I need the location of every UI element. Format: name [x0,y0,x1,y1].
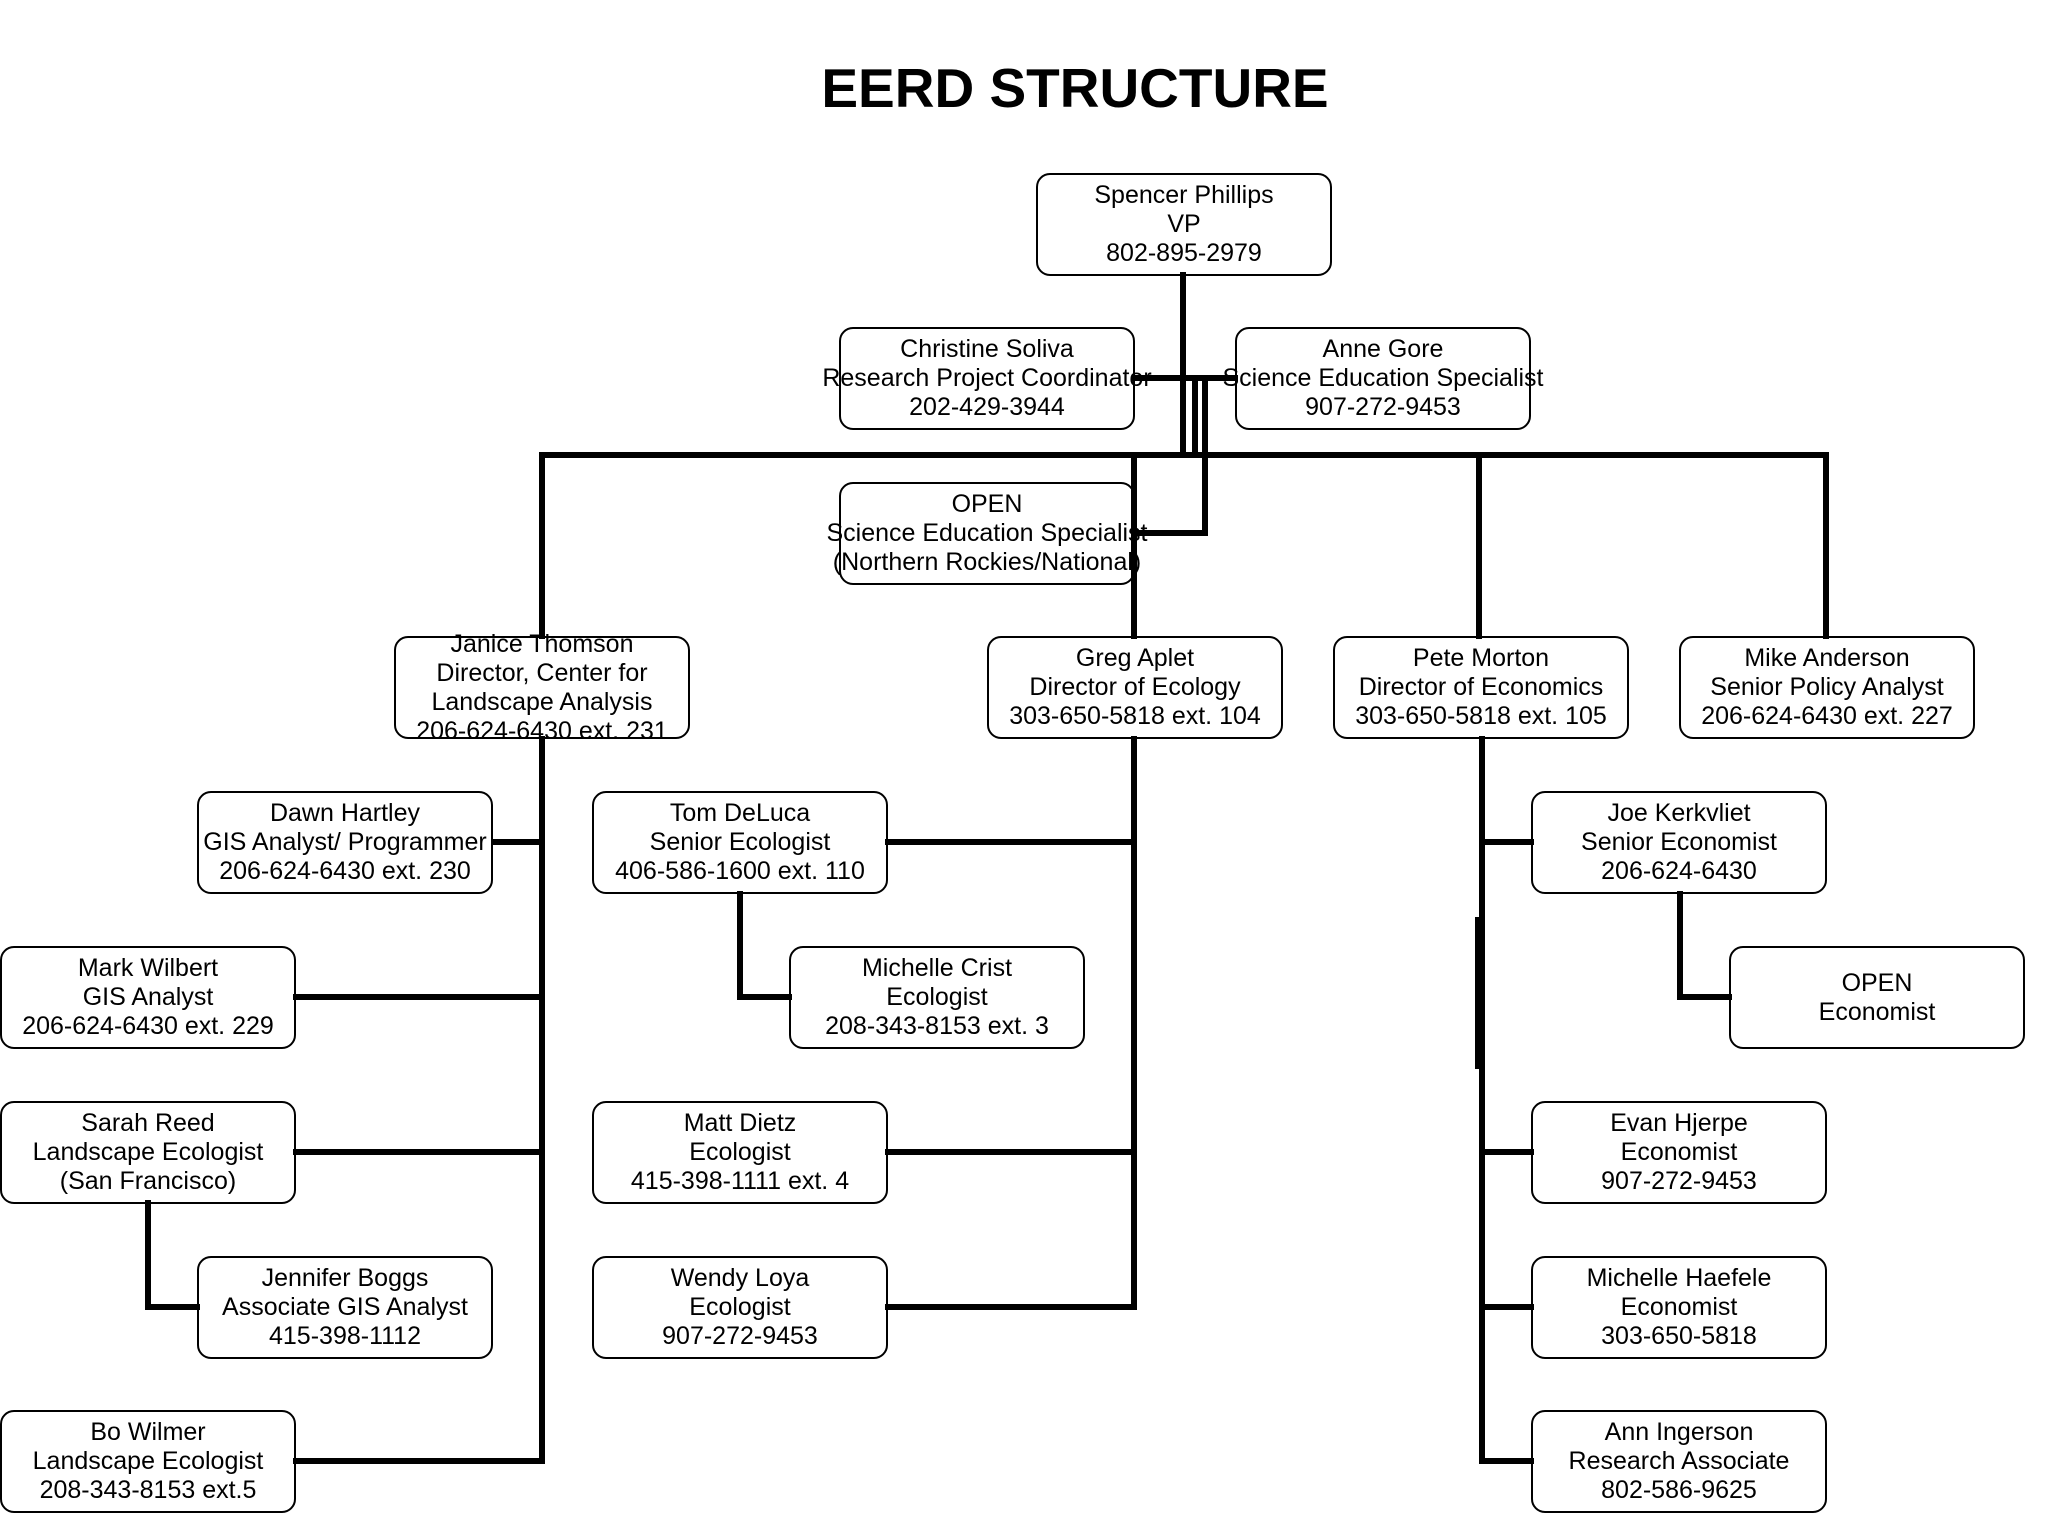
node-line: Matt Dietz [683,1109,797,1137]
node-line: (Northern Rockies/National) [832,548,1142,576]
node-line: Research Project Coordinator [822,364,1152,392]
node-line: Science Education Specialist [826,519,1148,547]
node-line: Economist [1818,997,1936,1026]
node-line: OPEN [1841,968,1913,997]
node-line: 415-398-1111 ext. 4 [630,1167,850,1195]
node-line: Economist [1620,1293,1738,1321]
node-line: Director, Center for [436,658,648,687]
node-line: Director of Ecology [1029,673,1241,701]
node-line: Ecologist [689,1293,791,1321]
node-line: Ecologist [886,983,988,1011]
node-line: Mark Wilbert [77,954,219,982]
node-line: 206-624-6430 [1601,857,1757,885]
node-line: Evan Hjerpe [1610,1109,1748,1137]
connector-staff-open [1132,375,1208,536]
node-line: Director of Economics [1358,673,1604,701]
node-line: Dawn Hartley [269,799,421,827]
node-line: Ann Ingerson [1604,1418,1754,1446]
node-line: 907-272-9453 [1305,393,1461,421]
node-line: 907-272-9453 [1601,1167,1757,1195]
node-line: 206-624-6430 ext. 227 [1701,702,1953,730]
node-line: Landscape Ecologist [32,1447,264,1475]
node-line: GIS Analyst [82,983,214,1011]
node-line: Ecologist [689,1138,791,1166]
node-line: Economist [1620,1138,1738,1166]
node-line: 907-272-9453 [662,1322,818,1350]
connector-joe-open [1677,891,1732,1000]
node-line: (San Francisco) [59,1167,237,1195]
node-line: Bo Wilmer [90,1418,206,1446]
node-line: Janice Thomson [450,629,634,658]
node-line: Research Associate [1568,1447,1790,1475]
node-line: VP [1167,210,1201,238]
node-line: 303-650-5818 ext. 105 [1355,702,1607,730]
connector-tom-michellec [737,891,792,1000]
node-line: Tom DeLuca [669,799,811,827]
node-line: 202-429-3944 [909,393,1065,421]
node-line: Jennifer Boggs [261,1264,429,1292]
node-line: Christine Soliva [900,335,1074,363]
node-line: 208-343-8153 ext.5 [39,1476,257,1504]
node-line: Greg Aplet [1075,644,1195,672]
node-line: 206-624-6430 ext. 231 [416,716,668,745]
node-line: 206-624-6430 ext. 229 [22,1012,274,1040]
node-line: Senior Economist [1581,828,1777,856]
node-line: Spencer Phillips [1094,181,1274,209]
connector-sarah-jennifer [145,1200,200,1310]
node-line: Landscape Ecologist [32,1138,264,1166]
node-line: 303-650-5818 ext. 104 [1009,702,1261,730]
node-line: Sarah Reed [81,1109,215,1137]
node-line: 802-895-2979 [1106,239,1262,267]
node-line: Senior Policy Analyst [1710,673,1944,701]
chart-title: EERD STRUCTURE [821,57,1329,119]
node-line: 415-398-1112 [269,1322,421,1350]
node-line: Associate GIS Analyst [222,1293,468,1321]
node-line: Landscape Analysis [431,687,653,716]
node-line: Joe Kerkvliet [1607,799,1751,827]
node-line: Wendy Loya [670,1264,810,1292]
node-line: Pete Morton [1412,644,1550,672]
node-line: Anne Gore [1322,335,1444,363]
node-line: Senior Ecologist [649,828,831,856]
node-line: GIS Analyst/ Programmer [203,828,487,856]
node-line: Science Education Specialist [1222,364,1544,392]
node-line: 406-586-1600 ext. 110 [615,857,865,885]
node-line: Mike Anderson [1744,644,1910,672]
node-line: 802-586-9625 [1601,1476,1757,1504]
node-line: OPEN [951,490,1023,518]
node-line: Michelle Crist [861,954,1013,982]
node-line: 303-650-5818 [1601,1322,1757,1350]
node-line: 208-343-8153 ext. 3 [825,1012,1049,1040]
node-line: 206-624-6430 ext. 230 [219,857,471,885]
node-line: Michelle Haefele [1586,1264,1772,1292]
